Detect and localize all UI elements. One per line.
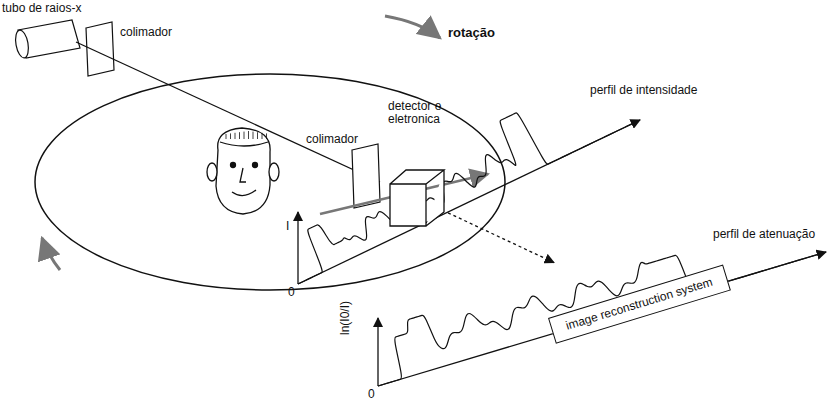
hatch-stroke xyxy=(262,133,263,139)
rotation-label: rotação xyxy=(448,26,495,39)
collimator-plate xyxy=(352,144,380,208)
axis-label: 0 xyxy=(288,286,295,299)
hatch-stroke xyxy=(257,132,258,139)
intensity-curve xyxy=(298,113,640,284)
part-label: colimador xyxy=(306,133,358,146)
attenuation-curve xyxy=(378,252,826,386)
axis-line xyxy=(377,318,378,386)
axis-label: 0 xyxy=(368,388,375,401)
axis-label: I xyxy=(286,220,289,233)
axis-label: ln(I0/I) xyxy=(339,301,352,335)
reconstruction-box: image reconstruction system xyxy=(548,265,731,344)
rotation-arrow xyxy=(42,238,60,270)
profile-label: perfil de atenuação xyxy=(713,228,815,241)
patient-head xyxy=(207,128,279,214)
detector-cube xyxy=(388,168,448,230)
node-label: tubo de raios-x xyxy=(2,2,81,15)
hatch-stroke xyxy=(266,133,267,139)
hatch-stroke xyxy=(230,133,231,139)
axis-line xyxy=(378,252,826,386)
xray-tube-node: tubo de raios-x xyxy=(2,2,81,15)
profile-label: perfil de intensidade xyxy=(590,84,697,97)
hatch-stroke xyxy=(226,134,227,139)
detector-node: detector e eletronica xyxy=(388,100,450,230)
data-flow-arrow xyxy=(448,213,554,263)
hatch-stroke xyxy=(244,132,245,139)
rotation-arrow xyxy=(385,16,440,38)
axis-line xyxy=(297,212,298,284)
node-label: image reconstruction system xyxy=(564,276,714,333)
hatch-stroke xyxy=(235,133,236,139)
part-label: colimador xyxy=(120,26,172,39)
hatch-stroke xyxy=(239,132,240,139)
node-label: detector e eletronica xyxy=(388,100,450,126)
hatch-stroke xyxy=(253,132,254,139)
xray-tube xyxy=(14,20,80,59)
hatch-stroke xyxy=(248,131,249,139)
gantry-ring xyxy=(35,74,505,290)
